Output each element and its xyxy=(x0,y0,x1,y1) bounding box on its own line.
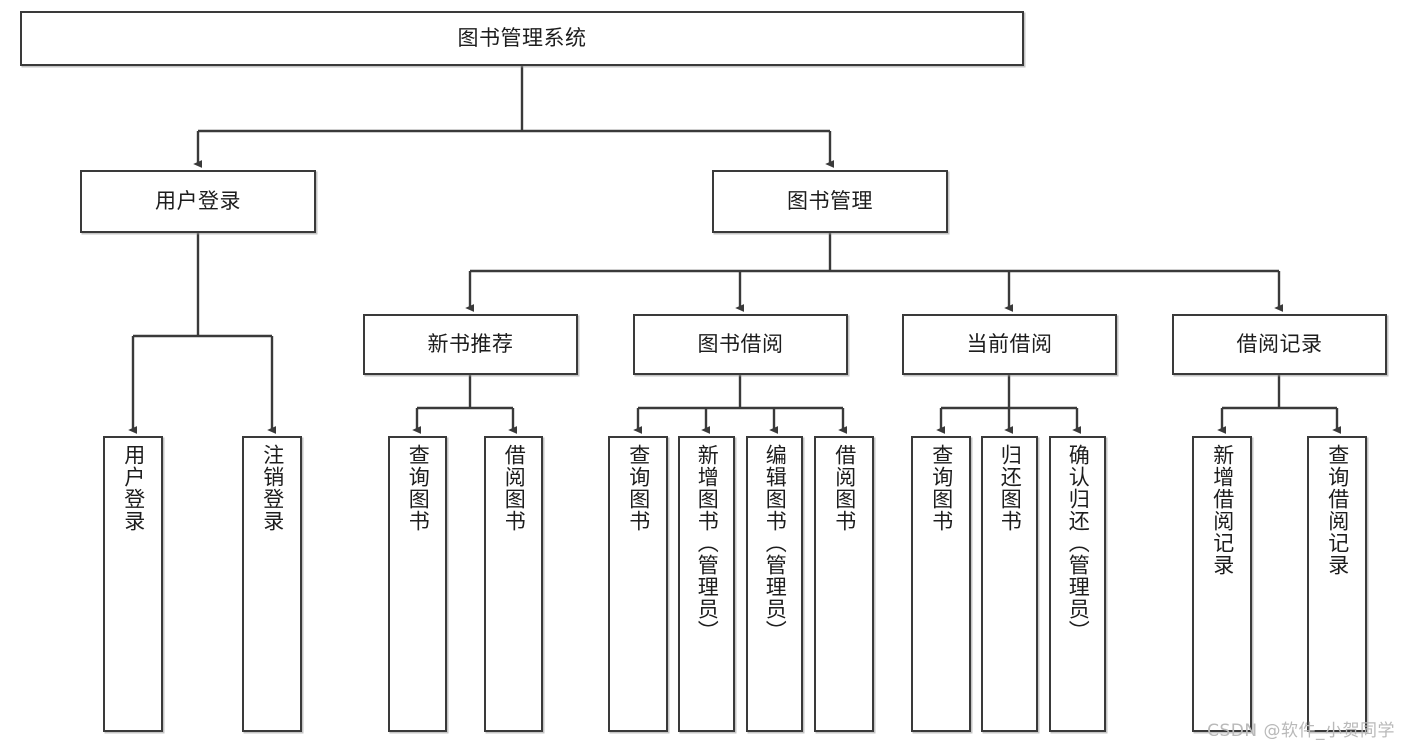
node-leaf-query-book-1[interactable]: 查询图书 xyxy=(388,436,447,732)
node-leaf-query-book-3[interactable]: 查询图书 xyxy=(911,436,971,732)
node-leaf-logout-login[interactable]: 注销登录 xyxy=(242,436,302,732)
node-user-login[interactable]: 用户登录 xyxy=(80,170,316,233)
node-leaf-borrow-book-2[interactable]: 借阅图书 xyxy=(814,436,874,732)
node-new-book-recommend-label: 新书推荐 xyxy=(427,332,514,357)
node-book-borrow-label: 图书借阅 xyxy=(697,332,784,357)
node-borrow-record[interactable]: 借阅记录 xyxy=(1172,314,1387,375)
node-leaf-return-book-label: 归还图书 xyxy=(998,444,1023,532)
node-leaf-add-book[interactable]: 新增图书（管理员） xyxy=(678,436,735,732)
node-leaf-query-book-2[interactable]: 查询图书 xyxy=(608,436,668,732)
node-leaf-borrow-book-1[interactable]: 借阅图书 xyxy=(484,436,543,732)
node-current-borrow-label: 当前借阅 xyxy=(966,332,1053,357)
node-leaf-user-login-label: 用户登录 xyxy=(121,444,146,532)
node-leaf-add-record[interactable]: 新增借阅记录 xyxy=(1192,436,1252,732)
node-current-borrow[interactable]: 当前借阅 xyxy=(902,314,1117,375)
node-leaf-add-record-label: 新增借阅记录 xyxy=(1210,444,1235,576)
node-root[interactable]: 图书管理系统 xyxy=(20,11,1024,66)
node-leaf-user-login[interactable]: 用户登录 xyxy=(103,436,163,732)
node-leaf-edit-book-label: 编辑图书（管理员） xyxy=(763,444,788,642)
node-leaf-borrow-book-2-label: 借阅图书 xyxy=(832,444,857,532)
node-leaf-query-record-label: 查询借阅记录 xyxy=(1325,444,1350,576)
node-leaf-borrow-book-1-label: 借阅图书 xyxy=(502,444,527,532)
node-user-login-label: 用户登录 xyxy=(155,189,241,214)
node-book-manage-label: 图书管理 xyxy=(787,189,873,214)
node-borrow-record-label: 借阅记录 xyxy=(1236,332,1323,357)
node-leaf-query-book-1-label: 查询图书 xyxy=(406,444,431,532)
node-leaf-edit-book[interactable]: 编辑图书（管理员） xyxy=(746,436,803,732)
node-leaf-query-book-3-label: 查询图书 xyxy=(929,444,954,532)
node-root-label: 图书管理系统 xyxy=(457,26,587,51)
node-leaf-confirm-return[interactable]: 确认归还（管理员） xyxy=(1049,436,1106,732)
node-new-book-recommend[interactable]: 新书推荐 xyxy=(363,314,578,375)
node-leaf-query-record[interactable]: 查询借阅记录 xyxy=(1307,436,1367,732)
node-leaf-logout-login-label: 注销登录 xyxy=(260,444,285,532)
node-leaf-add-book-label: 新增图书（管理员） xyxy=(695,444,720,642)
node-leaf-confirm-return-label: 确认归还（管理员） xyxy=(1066,444,1091,642)
watermark: CSDN @软件_小贺同学 xyxy=(1207,721,1395,741)
node-leaf-return-book[interactable]: 归还图书 xyxy=(981,436,1038,732)
node-book-manage[interactable]: 图书管理 xyxy=(712,170,948,233)
node-leaf-query-book-2-label: 查询图书 xyxy=(626,444,651,532)
node-book-borrow[interactable]: 图书借阅 xyxy=(633,314,848,375)
